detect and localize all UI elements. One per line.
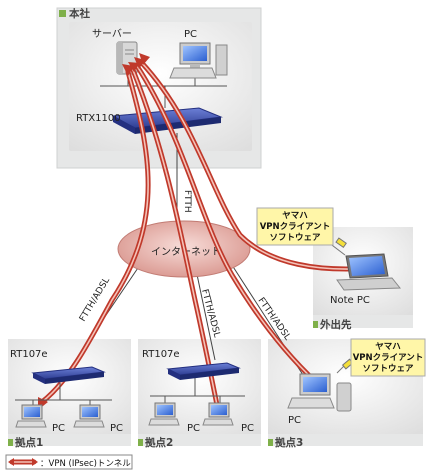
legend: ：VPN (IPsec)トンネル (5, 454, 133, 470)
site-marker-icon (313, 321, 318, 328)
site-label-branch2: 拠点2 (145, 436, 173, 449)
hq-pc-label: PC (184, 29, 197, 40)
callout-remote: ヤマハ VPNクライアント ソフトウェア (256, 207, 347, 256)
b2-pc1-label: PC (187, 423, 200, 434)
callout-remote-line2: VPNクライアント (260, 221, 331, 232)
server-label: サーバー (92, 28, 132, 40)
router-icon (31, 366, 106, 384)
site-marker-icon (59, 10, 66, 17)
callout-b3-line3: ソフトウェア (362, 364, 414, 374)
router-b2-label: RT107e (142, 349, 180, 360)
b1-pc1-label: PC (52, 423, 65, 434)
router-hq-label: RTX1100 (76, 113, 121, 124)
callout-b3-line2: VPNクライアント (353, 352, 424, 363)
callout-remote-line3: ソフトウェア (269, 233, 321, 243)
link-label-hq: FTTH (182, 190, 192, 213)
router-b1-label: RT107e (10, 349, 48, 360)
callout-branch3: ヤマハ VPNクライアント ソフトウェア (336, 338, 426, 377)
desktop-pc-icon (287, 373, 352, 412)
desktop-pc-icon (73, 404, 105, 428)
site-label-branch3: 拠点3 (275, 436, 303, 449)
site-label-hq: 本社 (69, 7, 90, 20)
legend-text: ：VPN (IPsec)トンネル (40, 459, 131, 469)
note-pc-label: Note PC (330, 295, 370, 306)
desktop-pc-icon (148, 402, 180, 426)
site-marker-icon (268, 439, 273, 446)
desktop-pc-icon (15, 404, 47, 428)
laptop-icon (336, 253, 402, 291)
site-marker-icon (138, 439, 143, 446)
b2-pc2-label: PC (241, 423, 254, 434)
site-label-outside: 外出先 (319, 318, 352, 331)
router-icon (166, 362, 241, 380)
desktop-pc-icon (202, 402, 234, 426)
desktop-pc-icon (169, 42, 228, 79)
site-branch1: 拠点1 (8, 339, 131, 449)
link-label-branch1: FTTH/ADSL (78, 276, 112, 324)
branch2-lan (150, 378, 245, 406)
site-label-branch1: 拠点1 (15, 436, 43, 449)
callout-remote-line1: ヤマハ (282, 211, 308, 221)
tunnel-legend-icon (8, 458, 38, 466)
b1-pc2-label: PC (110, 423, 123, 434)
callout-b3-line1: ヤマハ (375, 342, 401, 352)
b3-pc-label: PC (288, 415, 301, 426)
site-marker-icon (8, 439, 13, 446)
site-branch2: 拠点2 (138, 339, 261, 449)
